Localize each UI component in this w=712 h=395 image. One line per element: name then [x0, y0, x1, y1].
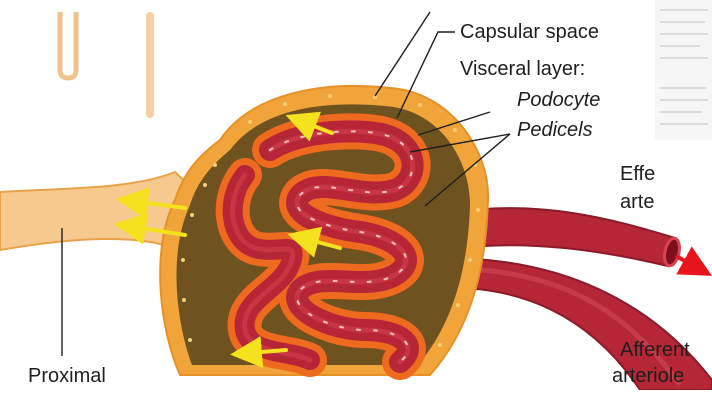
label-visceral-layer: Visceral layer:	[460, 57, 585, 81]
label-capsular-space: Capsular space	[460, 20, 599, 44]
label-podocyte: Podocyte	[517, 88, 600, 112]
label-afferent-line2: arteriole	[612, 364, 684, 388]
label-afferent-line1: Afferent	[620, 338, 690, 362]
efferent-flow-arrow	[676, 256, 705, 272]
label-efferent-line2: arte	[620, 190, 654, 214]
tubule-straight	[146, 12, 154, 118]
label-efferent-line1: Effe	[620, 162, 655, 186]
tubule-loop	[60, 12, 76, 78]
background-page-texture	[655, 0, 712, 140]
label-pedicels: Pedicels	[517, 118, 593, 142]
label-proximal: Proximal	[28, 364, 106, 388]
